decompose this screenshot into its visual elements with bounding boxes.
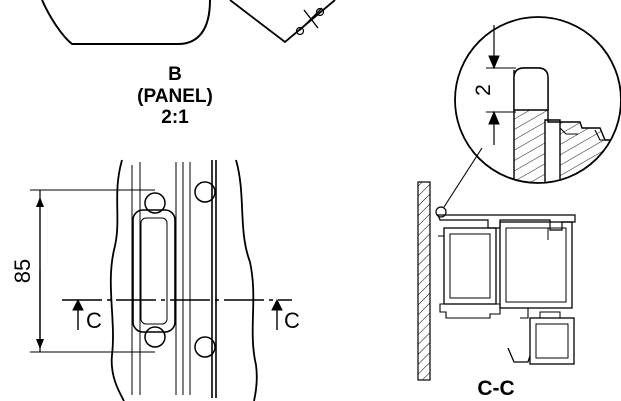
dimension-85 [30, 189, 155, 353]
panel-hole [144, 192, 166, 214]
section-mark-left: C [86, 308, 102, 333]
section-cc-title: C-C [477, 377, 514, 400]
panel-slot [132, 209, 176, 333]
detail-dimension-2: 2 [472, 84, 495, 96]
section-cc-view [417, 147, 576, 381]
panel-hole [194, 336, 216, 358]
section-arrow-left [72, 298, 84, 330]
scissors-icon [229, 0, 336, 44]
detail-reference-circle [435, 206, 447, 218]
section-arrow-right [271, 298, 283, 330]
panel-hole [194, 181, 216, 203]
panel-hole [144, 326, 166, 348]
dimension-85-label: 85 [10, 259, 35, 283]
panel-partial-outline [41, 0, 211, 45]
panel-front-view [62, 159, 292, 401]
detail-b-label: B (PANEL) 2:1 [137, 64, 213, 128]
section-mark-right: C [284, 308, 300, 333]
magnified-detail: 2 [454, 16, 621, 184]
detail-b-title: B [168, 64, 182, 85]
detail-b-subtitle: (PANEL) [137, 86, 213, 107]
detail-b-scale: 2:1 [161, 107, 189, 128]
